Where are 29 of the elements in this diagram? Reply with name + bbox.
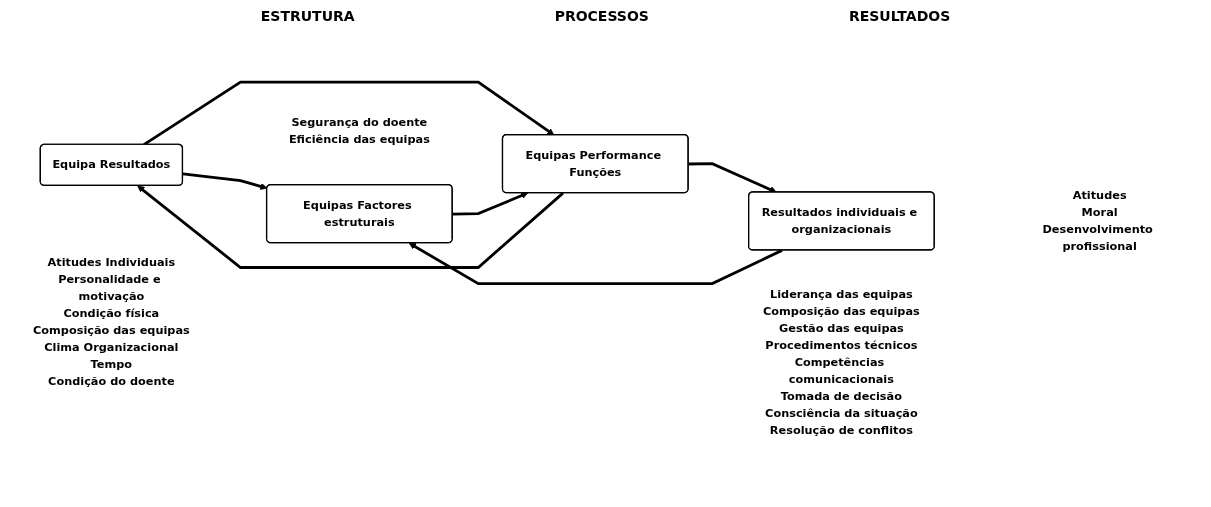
node-label: Composição das equipas (32, 323, 190, 337)
column-heading: RESULTADOS (848, 8, 951, 24)
node-label: Tomada de decisão (780, 389, 902, 403)
node-label: Consciência da situação (765, 406, 918, 420)
node-label: Segurança do doente (291, 116, 428, 129)
node-label: Eficiência das equipas (288, 132, 430, 146)
column-heading: PROCESSOS (554, 8, 649, 24)
node-label: Resolução de conflitos (769, 423, 913, 437)
node-label: Atitudes Individuais (47, 255, 176, 269)
node-label: Composição das equipas (763, 304, 920, 318)
node-label: Procedimentos técnicos (765, 338, 918, 352)
node-label: Liderança das equipas (770, 287, 913, 301)
node-label: Desenvolvimento profissional (1042, 222, 1153, 253)
arrow (688, 162, 777, 193)
arrow (143, 80, 555, 146)
arrow (182, 172, 268, 190)
arrow (408, 242, 783, 286)
node-label: Clima Organizacional (44, 340, 179, 354)
column-heading: ESTRUTURA (260, 8, 355, 24)
node-label: Competências comunicacionais (788, 355, 894, 386)
node-label: Tempo (90, 357, 133, 371)
node-label: Personalidade e motivação (58, 272, 161, 303)
arrow (137, 185, 564, 269)
node-label: Condição do doente (48, 374, 175, 388)
arrow (452, 192, 529, 216)
node-label: Condição física (63, 306, 160, 320)
node-label: Moral (1081, 205, 1118, 219)
node-label: Gestão das equipas (778, 321, 904, 335)
node-label: Atitudes (1072, 188, 1127, 202)
